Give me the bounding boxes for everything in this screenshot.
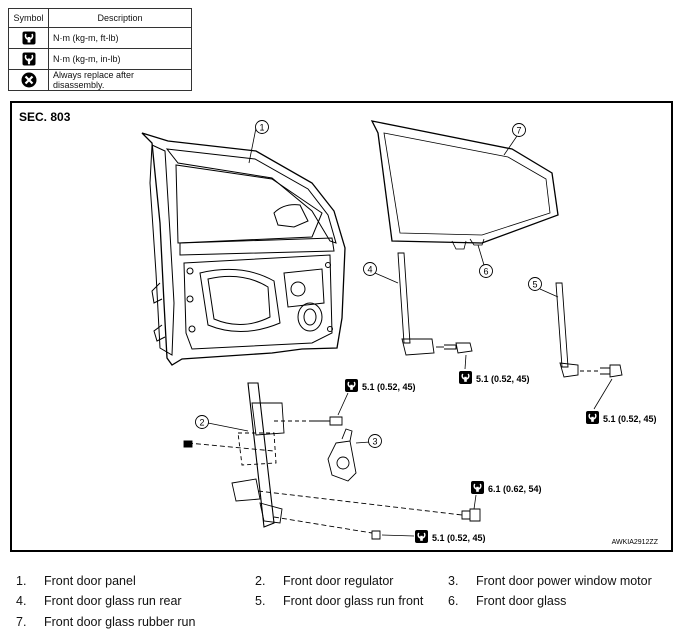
callout-3 — [368, 434, 382, 448]
part-item: 3.Front door power window motor — [448, 574, 652, 588]
section-label: SEC. 803 — [19, 110, 71, 124]
exploded-diagram: SEC. 803 1 — [10, 101, 673, 552]
callout-4-label: 4 — [367, 265, 372, 275]
legend-header-symbol: Symbol — [8, 8, 49, 28]
part-item: 7.Front door glass rubber run — [16, 615, 196, 629]
callout-4 — [363, 262, 377, 276]
front-door-glass-run-rear — [397, 252, 473, 356]
regulator-bolts — [371, 508, 481, 540]
callout-1 — [255, 120, 269, 134]
callout-2 — [195, 415, 209, 429]
part-item: 4.Front door glass run rear — [16, 594, 182, 608]
callout-3-label: 3 — [372, 437, 377, 447]
front-door-power-window-motor — [327, 428, 357, 482]
torque-label-motor: 5.1 (0.52, 45) — [337, 378, 416, 416]
svg-text:5.1 (0.52, 45): 5.1 (0.52, 45) — [603, 414, 657, 424]
parts-list: 1.Front door panel 2.Front door regulato… — [0, 572, 685, 638]
callout-2-label: 2 — [199, 418, 204, 428]
front-door-regulator — [183, 382, 463, 534]
front-door-glass-run-front — [555, 282, 623, 378]
part-item: 6.Front door glass — [448, 594, 567, 608]
svg-text:5.1 (0.52, 45): 5.1 (0.52, 45) — [362, 382, 416, 392]
part-item: 2.Front door regulator — [255, 574, 394, 588]
diagram-canvas: SEC. 803 1 — [19, 110, 659, 546]
part-item: 5.Front door glass run front — [255, 594, 424, 608]
callout-5-label: 5 — [532, 280, 537, 290]
svg-text:5.1 (0.52, 45): 5.1 (0.52, 45) — [432, 533, 486, 543]
callout-6-label: 6 — [483, 267, 488, 277]
torque-label-regulator-low: 5.1 (0.52, 45) — [381, 529, 486, 544]
torque-label-glass-run-front: 5.1 (0.52, 45) — [585, 378, 657, 425]
callout-7 — [512, 123, 526, 137]
svg-text:6.1 (0.62, 54): 6.1 (0.62, 54) — [488, 484, 542, 494]
legend-description: N·m (kg-m, ft-lb) — [48, 27, 192, 49]
callout-1-label: 1 — [259, 123, 264, 133]
legend-description: Always replace after disassembly. — [48, 69, 192, 91]
front-door-panel — [141, 132, 346, 366]
torque-wrench-icon — [9, 31, 48, 45]
legend-header-row: Symbol Description — [8, 8, 192, 28]
legend-row: N·m (kg-m, ft-lb) — [8, 27, 192, 49]
torque-label-glass-run-rear: 5.1 (0.52, 45) — [458, 354, 530, 385]
torque-wrench-small-icon — [9, 52, 48, 66]
callout-6 — [479, 264, 493, 278]
legend-row: N·m (kg-m, in-lb) — [8, 48, 192, 70]
part-item: 1.Front door panel — [16, 574, 136, 588]
callout-7-label: 7 — [516, 126, 521, 136]
replace-after-disassembly-icon — [9, 72, 48, 88]
symbol-legend-table: Symbol Description N·m (kg-m, ft-lb) — [8, 8, 192, 91]
legend-header-description: Description — [48, 8, 192, 28]
callout-5 — [528, 277, 542, 291]
figure-code: AWKIA2912ZZ — [612, 539, 659, 546]
front-door-glass — [370, 120, 559, 250]
legend-row: Always replace after disassembly. — [8, 69, 192, 91]
svg-text:5.1 (0.52, 45): 5.1 (0.52, 45) — [476, 374, 530, 384]
torque-label-regulator-mid: 6.1 (0.62, 54) — [470, 480, 542, 510]
legend-description: N·m (kg-m, in-lb) — [48, 48, 192, 70]
